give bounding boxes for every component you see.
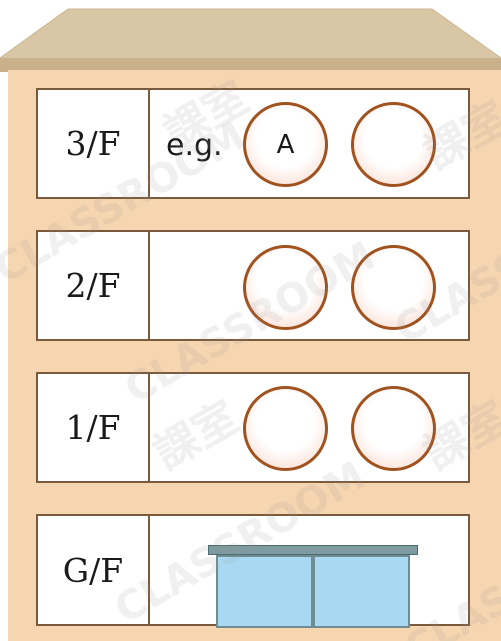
floor-3f-circle-1[interactable]: A — [243, 102, 328, 187]
floor-label-1f: 1/F — [38, 374, 150, 481]
floor-label-2f: 2/F — [38, 232, 150, 339]
shop-window-right — [313, 555, 410, 628]
example-label: e.g. — [166, 128, 223, 163]
floor-2f-circle-1[interactable] — [243, 245, 328, 330]
floor-3f-circle-2[interactable] — [351, 102, 436, 187]
floor-1f-circle-1[interactable] — [243, 386, 328, 471]
shop-awning — [208, 545, 418, 555]
floor-label-3f: 3/F — [38, 90, 150, 197]
floor-label-gf: G/F — [38, 516, 150, 624]
roof — [0, 8, 501, 72]
shop-window-left — [216, 555, 313, 628]
floor-1f-circle-2[interactable] — [351, 386, 436, 471]
floor-2f-circle-2[interactable] — [351, 245, 436, 330]
